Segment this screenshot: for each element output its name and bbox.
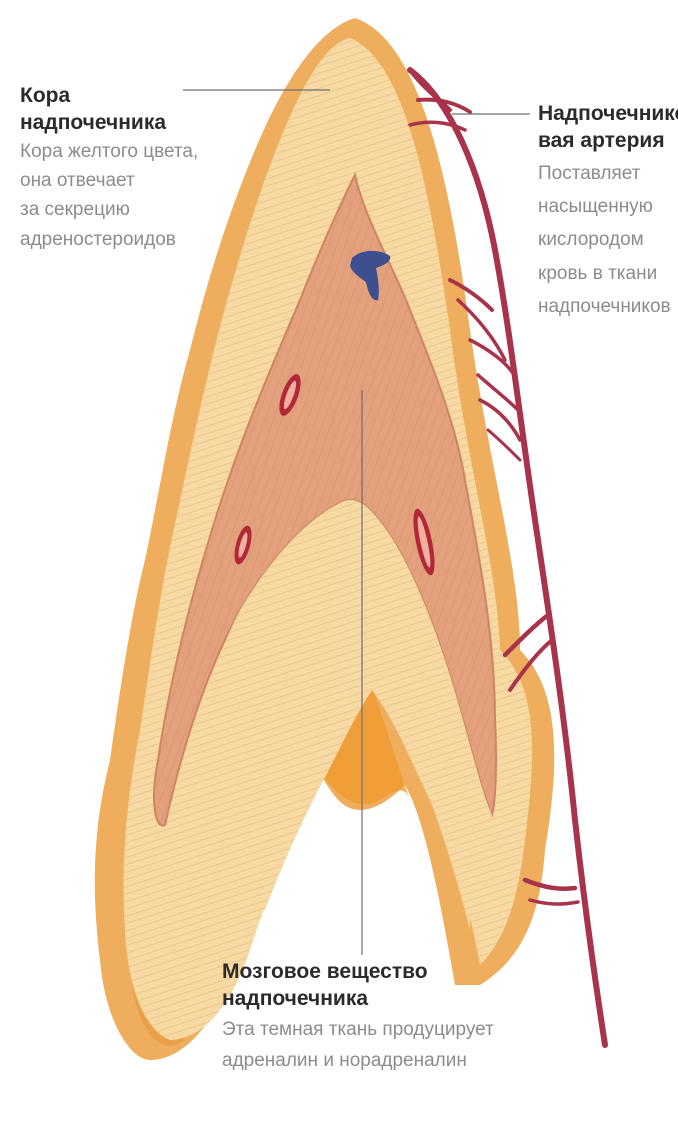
medulla-title-line: Мозговое вещество [222,958,522,985]
medulla-description-line: Эта темная ткань продуцирует [222,1015,522,1044]
cortex-description-line: адреностероидов [20,225,220,254]
medulla-description-line: адреналин и норадреналин [222,1046,522,1075]
artery-label: Надпочечнико- вая артерия Поставляет нас… [538,100,678,322]
artery-description-line: надпочечников [538,292,678,321]
cortex-title: Кора надпочечника [20,82,220,137]
artery-description-line: Поставляет [538,159,678,188]
artery-description-line: кислородом [538,225,678,254]
cortex-description-line: за секрецию [20,195,220,224]
medulla-label: Мозговое вещество надпочечника Эта темна… [222,958,522,1075]
cortex-description-line: Кора желтого цвета, [20,137,220,166]
medulla-title-line: надпочечника [222,985,522,1012]
artery-description-line: насыщенную [538,192,678,221]
cortex-label: Кора надпочечника Кора желтого цвета, он… [20,82,220,254]
artery-description-line: кровь в ткани [538,259,678,288]
cortex-description-line: она отвечает [20,166,220,195]
artery-title-line: вая артерия [538,127,678,154]
artery-title-line: Надпочечнико- [538,100,678,127]
